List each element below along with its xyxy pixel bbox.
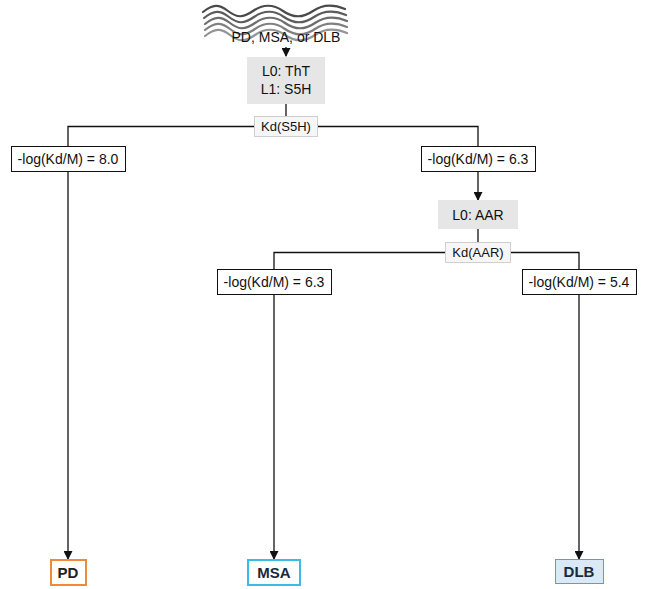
kd-box: Kd(AAR) (445, 242, 511, 263)
node-text: L0: AAR (452, 207, 503, 223)
node-text: -log(Kd/M) = 6.3 (224, 274, 325, 290)
connector (67, 172, 68, 559)
node-text: L0: ThT L1: S5H (255, 63, 317, 98)
node-text: PD (58, 564, 79, 581)
connector (477, 229, 478, 242)
ligand-box: L0: AAR (438, 200, 518, 229)
connector (274, 253, 445, 270)
outcome-box: PD (50, 559, 87, 586)
value-box: -log(Kd/M) = 6.3 (217, 269, 332, 295)
input-arrow (285, 47, 286, 56)
node-text: -log(Kd/M) = 8.0 (18, 151, 119, 167)
connector (578, 295, 579, 559)
node-text: DLB (564, 563, 595, 580)
node-text: -log(Kd/M) = 6.3 (428, 151, 529, 167)
outcome-box: DLB (555, 559, 604, 584)
node-text: Kd(S5H) (261, 119, 311, 134)
value-box: -log(Kd/M) = 6.3 (421, 146, 536, 172)
connector (68, 127, 254, 147)
node-text: -log(Kd/M) = 5.4 (529, 274, 630, 290)
outcome-box: MSA (247, 559, 301, 586)
node-text: Kd(AAR) (452, 245, 503, 260)
connector (318, 127, 478, 147)
node-text: MSA (257, 564, 290, 581)
value-box: -log(Kd/M) = 8.0 (11, 146, 126, 172)
input-label: PD, MSA, or DLB (232, 29, 341, 45)
connector (285, 104, 286, 116)
value-box: -log(Kd/M) = 5.4 (522, 269, 637, 295)
ligand-box: L0: ThT L1: S5H (247, 57, 325, 104)
connector (273, 295, 274, 559)
connector (477, 172, 478, 200)
kd-box: Kd(S5H) (254, 116, 318, 137)
connector (511, 253, 579, 270)
